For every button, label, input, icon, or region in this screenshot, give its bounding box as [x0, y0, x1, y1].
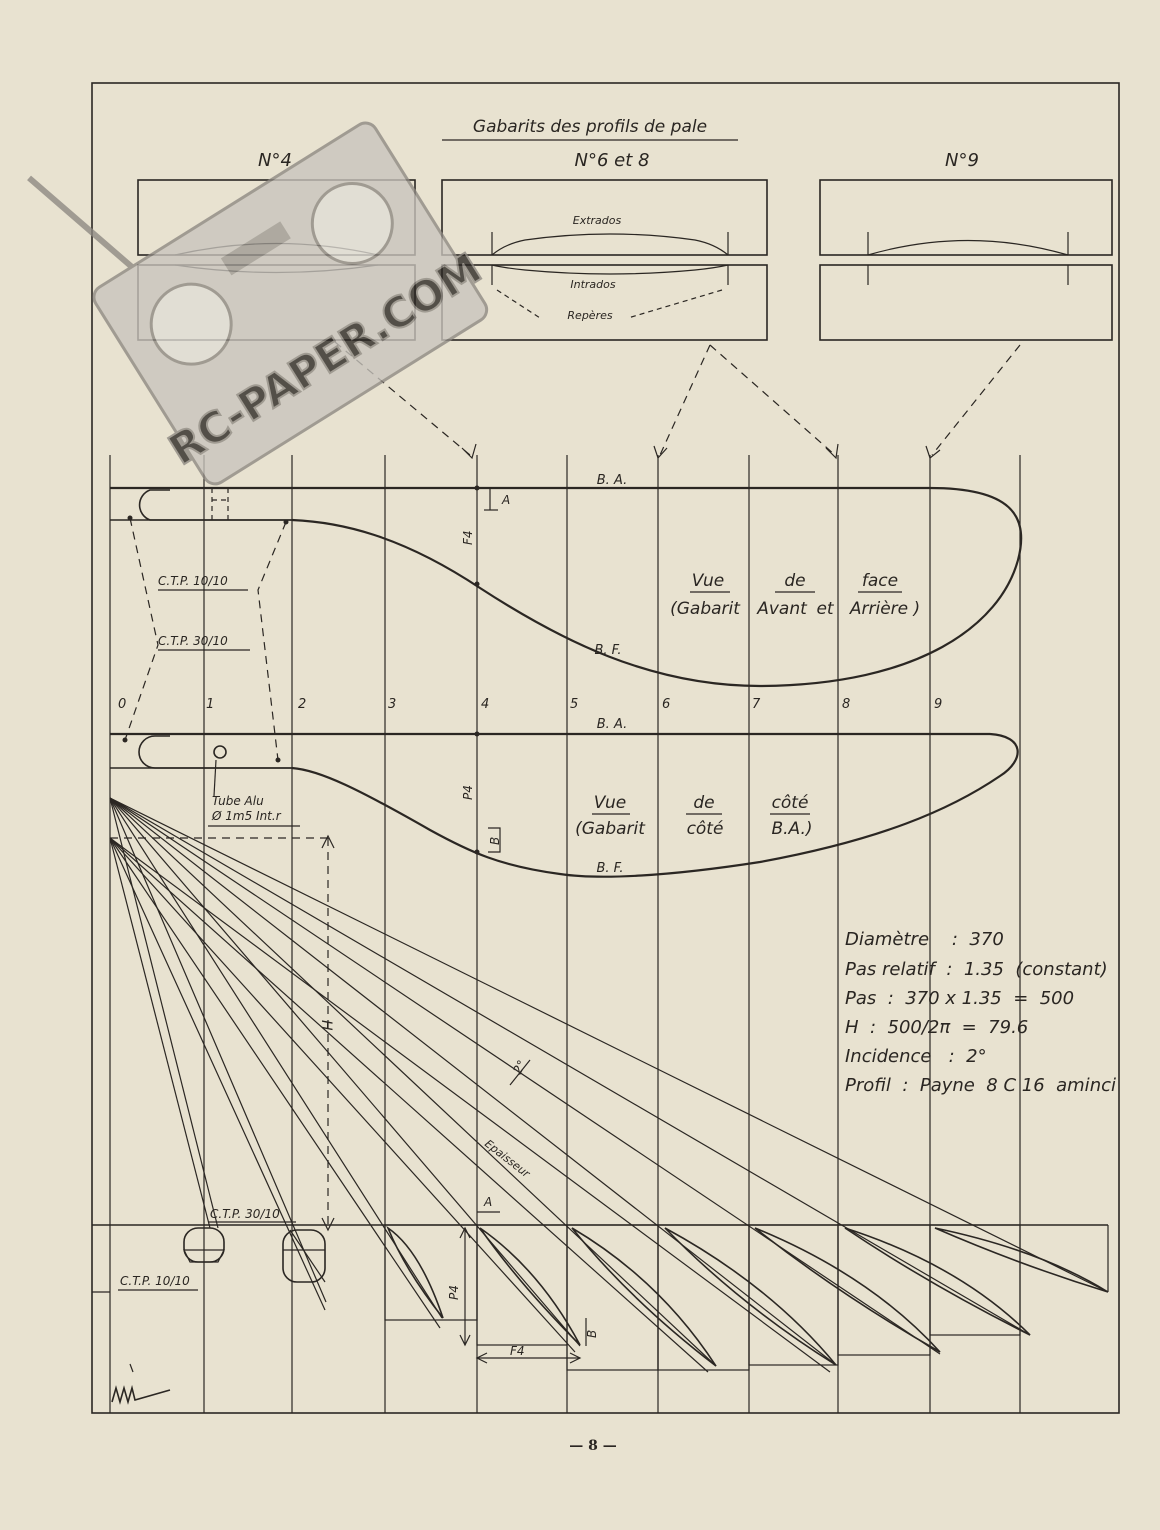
- section-dims: [459, 1211, 587, 1364]
- watermark: RC-PAPER.COM: [27, 121, 491, 486]
- station-3: 3: [388, 697, 396, 712]
- dim-a-section: A: [483, 1195, 492, 1209]
- front-caption-l1c: face: [862, 571, 898, 591]
- spec-pas-relatif: Pas relatif : 1.35 (constant): [845, 959, 1108, 980]
- spec-profil: Profil : Payne 8 C 16 aminci: [845, 1075, 1116, 1096]
- side-view-outline: [110, 731, 1019, 878]
- drawing-title: Gabarits des profils de pale: [473, 117, 707, 137]
- spec-diametre: Diamètre : 370: [845, 929, 1004, 950]
- airfoil-sections: [386, 1225, 1109, 1367]
- dim-b-side: B: [488, 837, 502, 845]
- ctp-10-label: C.T.P. 10/10: [158, 574, 228, 588]
- side-caption-l2a: (Gabarit: [575, 819, 646, 839]
- front-caption-l2c: et: [816, 599, 834, 619]
- dim-f4-section: F4: [510, 1344, 525, 1358]
- epaisseur-label: Epaisseur: [482, 1137, 533, 1181]
- station-2: 2: [298, 697, 306, 712]
- dim-p4-section: P4: [447, 1285, 461, 1300]
- page-number: — 8 —: [569, 1438, 617, 1454]
- front-caption-l2d: Arrière ): [849, 599, 920, 619]
- side-bf-label: B. F.: [596, 861, 623, 876]
- watermark-stick-right: [310, 181, 394, 265]
- front-caption-l2b: Avant: [756, 599, 808, 619]
- ctp-30-label: C.T.P. 30/10: [158, 634, 228, 648]
- station-8: 8: [842, 697, 850, 712]
- root-sections: [183, 1227, 326, 1283]
- intrados-label: Intrados: [570, 278, 616, 291]
- side-ba-label: B. A.: [597, 717, 627, 732]
- template-no9: [819, 179, 1113, 341]
- dim-f4-front: F4: [461, 530, 475, 545]
- angle-label: 2°: [510, 1058, 529, 1077]
- spec-incidence: Incidence : 2°: [845, 1046, 987, 1067]
- dim-a-front: A: [501, 493, 510, 507]
- dim-h-label: H: [318, 1020, 334, 1031]
- template-label-4: N°4: [258, 150, 292, 171]
- side-caption-l1c: côté: [772, 793, 809, 813]
- station-6: 6: [662, 697, 670, 712]
- extrados-label: Extrados: [573, 214, 622, 227]
- pitch-fan-lines: [109, 797, 1109, 1373]
- section-grid: [92, 1224, 1109, 1371]
- reperes-label: Repères: [567, 309, 612, 322]
- spec-h: H : 500/2π = 79.6: [845, 1017, 1028, 1038]
- station-4: 4: [481, 697, 489, 712]
- side-caption-l1b: de: [693, 793, 714, 813]
- specs-block: Diamètre : 370 Pas relatif : 1.35 (const…: [845, 929, 1116, 1096]
- dim-b-section: B: [585, 1330, 599, 1338]
- front-view-outline: [110, 485, 1023, 761]
- watermark-stick-left: [149, 282, 233, 366]
- station-5: 5: [570, 697, 578, 712]
- signature: [111, 1363, 171, 1405]
- template-label-6-8: N°6 et 8: [575, 150, 650, 171]
- drawing-border: [91, 82, 1120, 1414]
- station-1: 1: [206, 697, 214, 712]
- tube-label-2: Ø 1m5 Int.r: [211, 809, 282, 823]
- spec-pas: Pas : 370 x 1.35 = 500: [845, 988, 1074, 1009]
- ctp-30-bottom-label: C.T.P. 30/10: [210, 1207, 280, 1221]
- station-numbers: 0 1 2 3 4 5 6 7 8 9: [118, 697, 942, 712]
- template-leaders: [334, 341, 1021, 460]
- side-caption-l1a: Vue: [594, 793, 627, 813]
- station-9: 9: [934, 697, 942, 712]
- template-label-9: N°9: [945, 150, 979, 171]
- h-dimension: [110, 834, 335, 1232]
- ctp-10-bottom-label: C.T.P. 10/10: [120, 1274, 190, 1288]
- tube-label-1: Tube Alu: [212, 794, 264, 808]
- front-caption-l1a: Vue: [692, 571, 725, 591]
- side-caption-l2c: B.A.): [771, 819, 812, 839]
- station-7: 7: [752, 697, 761, 712]
- front-ba-label: B. A.: [597, 473, 627, 488]
- front-caption-l1b: de: [784, 571, 805, 591]
- station-0: 0: [118, 697, 126, 712]
- dim-p4-side: P4: [461, 785, 475, 800]
- front-caption-l2a: (Gabarit: [670, 599, 741, 619]
- side-caption-l2b: côté: [687, 819, 724, 839]
- front-bf-label: B. F.: [594, 643, 621, 658]
